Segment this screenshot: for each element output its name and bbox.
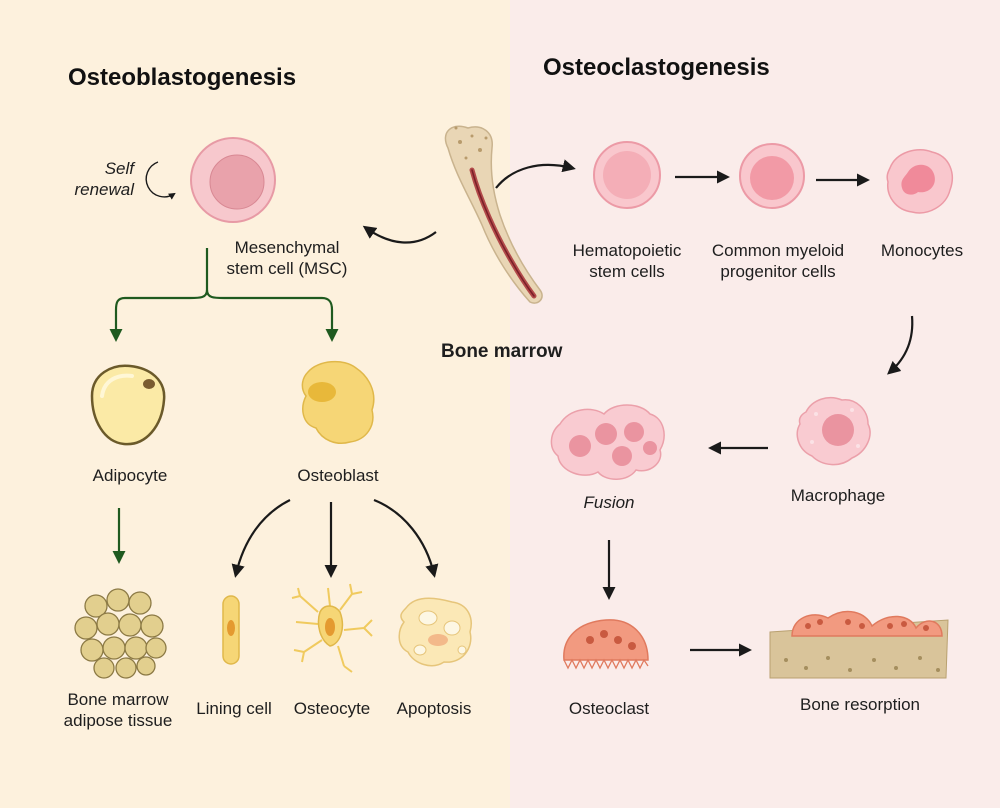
macrophage-cell-icon: [796, 396, 871, 466]
msc-label: Mesenchymal stem cell (MSC): [222, 237, 352, 279]
hsc-label-line-2: stem cells: [589, 262, 665, 281]
common-myeloid-progenitor-icon: [739, 143, 805, 209]
bone-marrow-label: Bone marrow: [441, 341, 563, 362]
hsc-label: Hematopoietic stem cells: [562, 240, 692, 282]
self-renewal-label: Self renewal: [52, 158, 134, 200]
msc-cell-icon: [190, 137, 276, 223]
msc-label-line-2: stem cell (MSC): [226, 259, 348, 278]
osteocyte-cell-icon: [291, 583, 373, 673]
monocyte-cell-icon: [886, 148, 953, 214]
bone-resorption-icon: [769, 610, 949, 679]
msc-label-line-1: Mesenchymal: [234, 238, 340, 257]
apoptosis-cell-icon: [398, 597, 472, 667]
left-panel-bg: [0, 0, 510, 808]
fusion-cells-icon: [550, 404, 665, 480]
macrophage-label: Macrophage: [790, 486, 886, 505]
hsc-label-line-1: Hematopoietic: [572, 241, 682, 260]
bmat-label: Bone marrow adipose tissue: [56, 689, 180, 731]
bone-marrow-adipose-tissue-icon: [74, 588, 167, 679]
self-renewal-line-1: Self: [104, 159, 134, 178]
right-panel-bg: [510, 0, 1000, 808]
adipocyte-label: Adipocyte: [92, 466, 168, 485]
osteoclast-cell-icon: [563, 619, 649, 670]
osteoclastogenesis-title: Osteoclastogenesis: [543, 54, 770, 81]
self-renewal-line-2: renewal: [74, 180, 134, 199]
osteoclast-label: Osteoclast: [568, 699, 650, 718]
lining-cell-icon: [222, 595, 240, 665]
osteoblast-cell-icon: [301, 360, 375, 444]
osteoblastogenesis-title: Osteoblastogenesis: [68, 64, 297, 91]
adipocyte-cell-icon: [90, 364, 166, 446]
osteocyte-label: Osteocyte: [293, 699, 371, 718]
arrow-bone-to-msc: [362, 225, 437, 244]
hematopoietic-stem-cell-icon: [593, 141, 661, 209]
lining-cell-label: Lining cell: [196, 699, 272, 718]
self-renewal-arrow-icon: [145, 161, 176, 200]
bone-icon: [444, 125, 543, 304]
arrow-osteoblast-to-lining: [231, 499, 291, 578]
arrow-monocyte-to-macrophage: [887, 315, 914, 375]
cmp-label-line-1: Common myeloid: [711, 241, 845, 260]
msc-branch-arrows: [109, 248, 339, 342]
osteoblast-label: Osteoblast: [297, 466, 379, 485]
bone-resorption-label: Bone resorption: [799, 695, 921, 714]
apoptosis-label: Apoptosis: [396, 699, 472, 718]
arrow-osteoblast-to-apoptosis: [373, 498, 439, 578]
monocytes-label: Monocytes: [880, 241, 964, 260]
bmat-label-line-1: Bone marrow: [67, 690, 169, 709]
fusion-label: Fusion: [583, 493, 635, 512]
cmp-label-line-2: progenitor cells: [720, 262, 836, 281]
arrow-bone-to-hsc: [495, 159, 576, 189]
cmp-label: Common myeloid progenitor cells: [706, 240, 850, 282]
bmat-label-line-2: adipose tissue: [63, 711, 173, 730]
